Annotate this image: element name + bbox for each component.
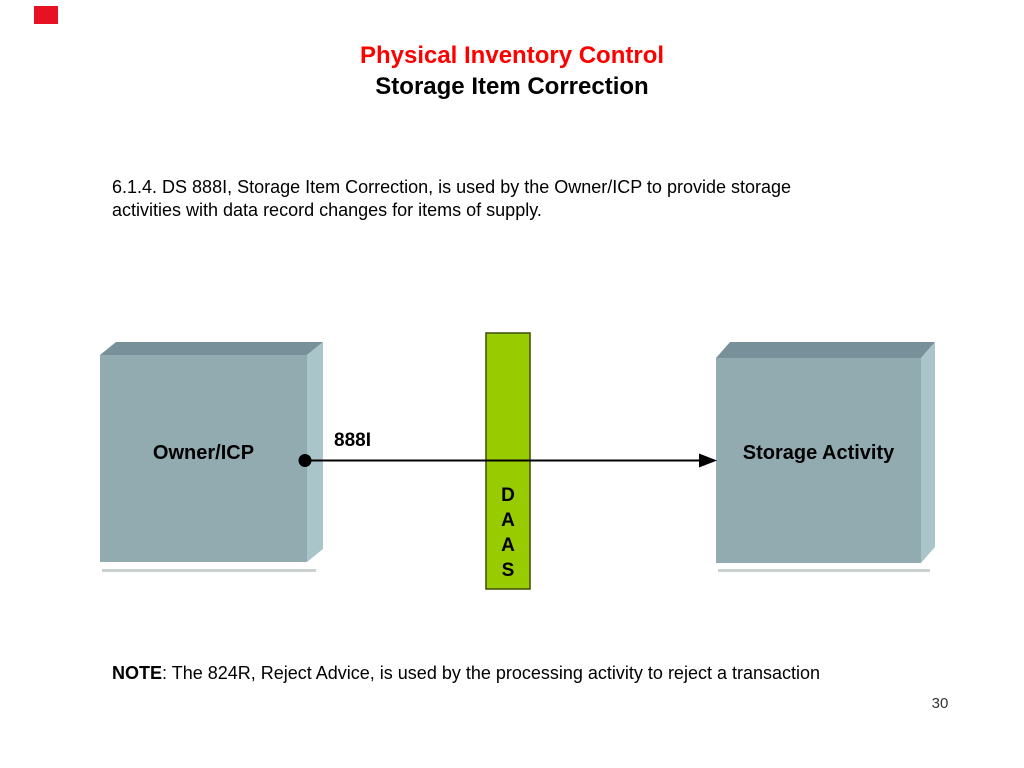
daas-letter-s: S bbox=[501, 560, 515, 581]
owner-icp-box bbox=[100, 342, 323, 562]
body-paragraph: 6.1.4. DS 888I, Storage Item Correction,… bbox=[112, 176, 892, 221]
arrow-start-dot bbox=[298, 454, 312, 467]
note-body: : The 824R, Reject Advice, is used by th… bbox=[162, 663, 821, 683]
daas-letter-d: D bbox=[501, 485, 515, 506]
arrowhead-icon bbox=[699, 453, 717, 468]
storage-box-front-face bbox=[716, 358, 921, 563]
title-line-1: Physical Inventory Control bbox=[359, 42, 665, 69]
title-line-2: Storage Item Correction bbox=[375, 73, 649, 100]
left-box-shadow bbox=[102, 569, 316, 572]
slide-title: Physical Inventory Control Storage Item … bbox=[0, 40, 1024, 102]
paragraph-line-1: 6.1.4. DS 888I, Storage Item Correction,… bbox=[112, 177, 792, 197]
storage-activity-box bbox=[716, 342, 935, 563]
storage-activity-label: Storage Activity bbox=[742, 442, 895, 464]
888i-arrow bbox=[298, 453, 717, 468]
owner-box-side-face bbox=[307, 342, 323, 562]
page-number: 30 bbox=[931, 695, 949, 712]
red-corner-marker bbox=[34, 6, 58, 24]
owner-box-front-face bbox=[100, 355, 307, 562]
note-text: NOTE: The 824R, Reject Advice, is used b… bbox=[112, 663, 952, 684]
daas-letter-a1: A bbox=[501, 510, 515, 531]
888i-transaction-label: 888I bbox=[334, 430, 371, 451]
daas-letter-a2: A bbox=[501, 535, 515, 556]
storage-box-top-face bbox=[716, 342, 935, 358]
owner-icp-label: Owner/ICP bbox=[152, 442, 255, 464]
storage-box-side-face bbox=[921, 342, 935, 563]
note-label: NOTE bbox=[112, 663, 163, 683]
paragraph-line-2: activities with data record changes for … bbox=[112, 199, 542, 220]
owner-box-top-face bbox=[100, 342, 323, 355]
right-box-shadow bbox=[718, 569, 930, 572]
